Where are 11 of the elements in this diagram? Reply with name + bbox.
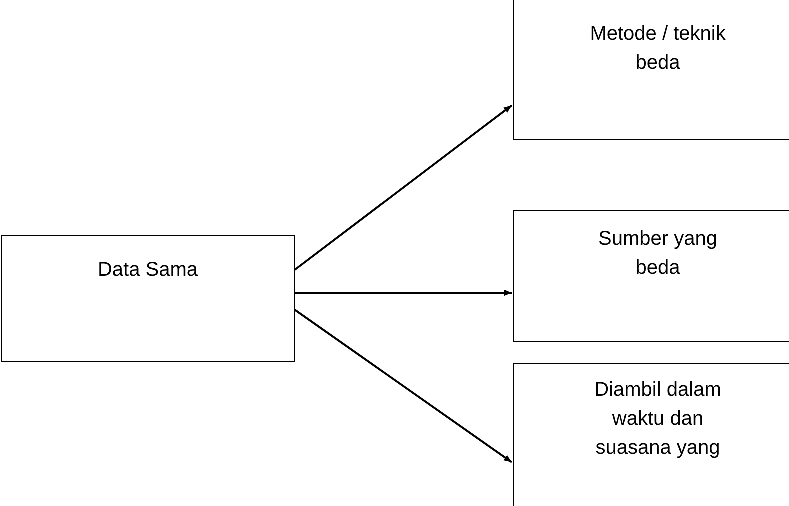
process-box — [513, 210, 789, 342]
process-box — [513, 0, 789, 140]
process-box — [1, 235, 295, 362]
box-label: Sumber yang beda — [598, 227, 718, 281]
box-label: Metode / teknik beda — [589, 22, 727, 76]
arrow — [294, 309, 513, 464]
process-box — [513, 363, 789, 506]
arrow — [295, 290, 512, 296]
box-label: Diambil dalam waktu dan suasana yang — [594, 378, 722, 461]
box-label: Data Sama — [96, 258, 200, 283]
arrow — [294, 104, 513, 271]
